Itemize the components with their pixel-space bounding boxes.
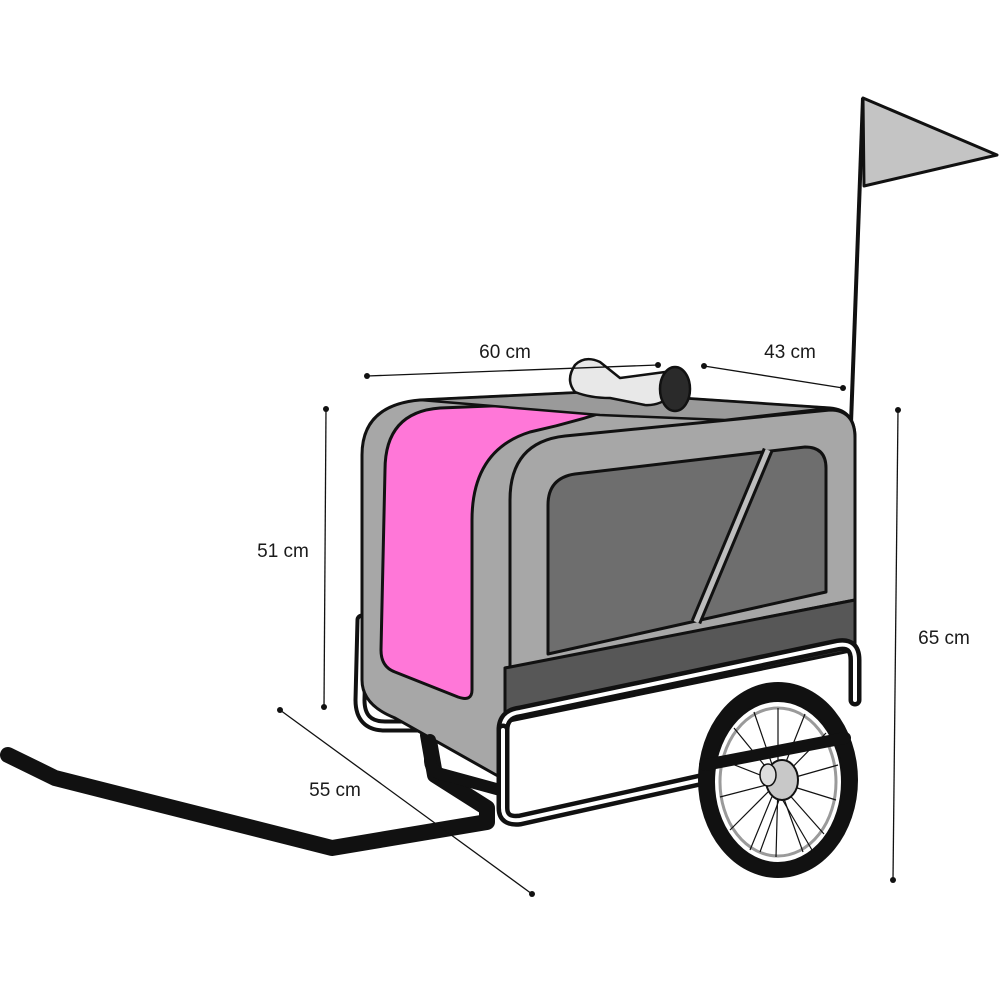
roof [418, 390, 832, 422]
rear-frame [353, 613, 427, 733]
pink-cover [379, 398, 642, 700]
dimension-line-length [366, 364, 659, 377]
dimension-line-depth [279, 709, 533, 895]
label-length: 60 cm [479, 342, 531, 363]
label-depth: 55 cm [309, 780, 361, 801]
trailer-body [360, 390, 857, 782]
reflective-stripe-inner [693, 449, 771, 623]
front-frame [424, 638, 862, 827]
dimension-line-interior-height [323, 408, 327, 708]
flag [848, 96, 999, 451]
front-window [546, 445, 828, 656]
tow-bar [0, 727, 495, 856]
label-total-height: 65 cm [918, 628, 970, 649]
wheel [698, 682, 858, 878]
dimension-lines [277, 362, 901, 897]
label-interior-height: 51 cm [257, 541, 309, 562]
dimension-line-total-height [892, 409, 899, 881]
flag-pole [848, 97, 865, 451]
flag-pennant [861, 96, 999, 188]
label-width: 43 cm [764, 342, 816, 363]
roof-handle [568, 357, 692, 413]
dimension-line-width [703, 365, 844, 389]
